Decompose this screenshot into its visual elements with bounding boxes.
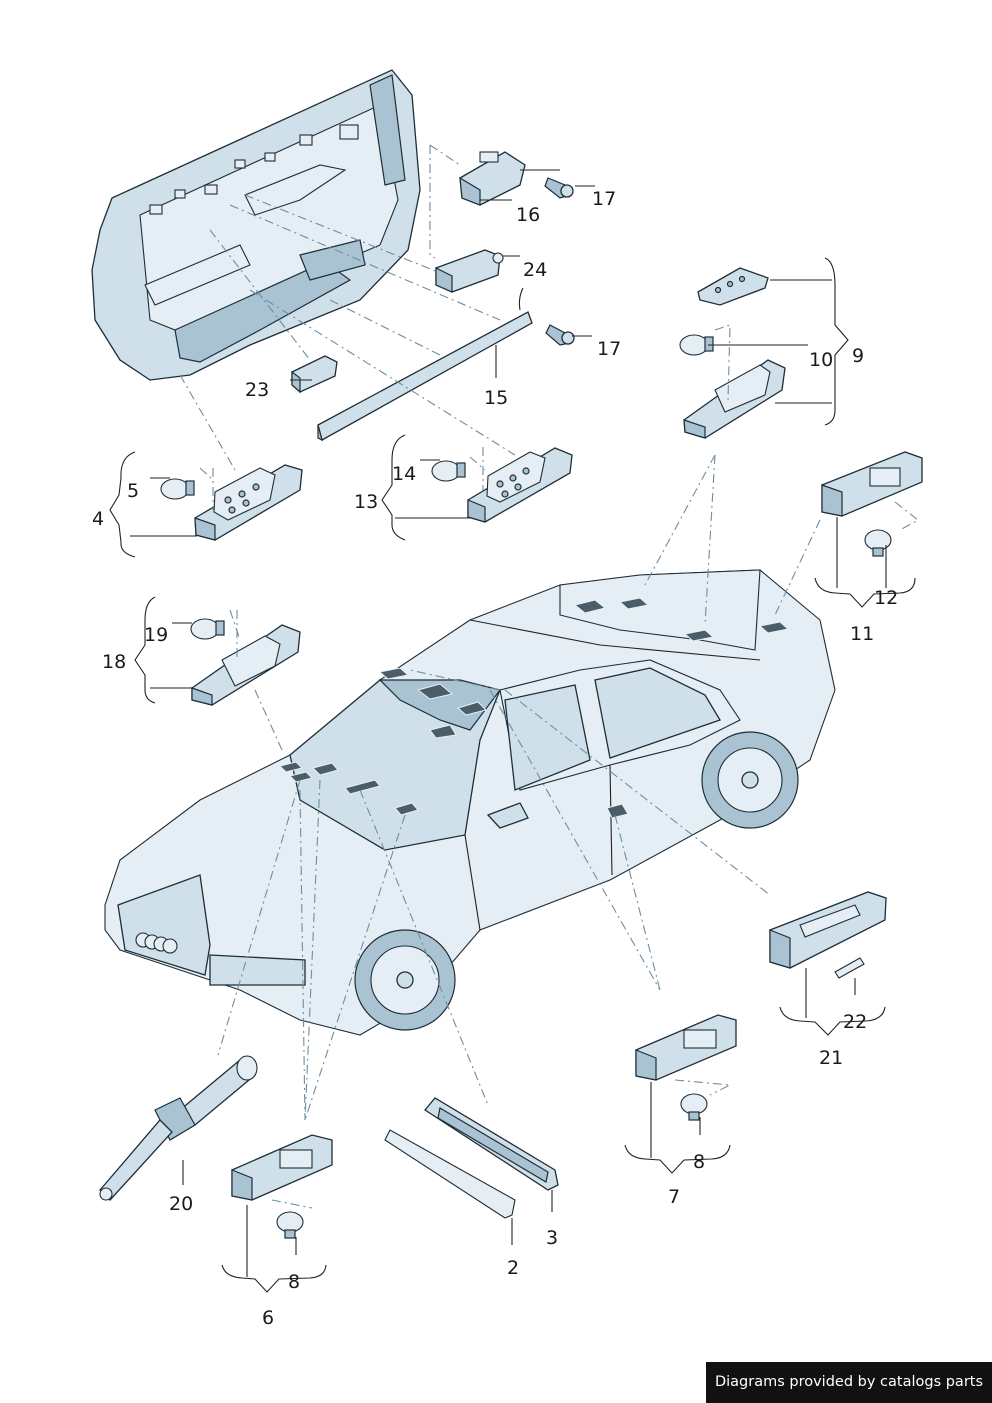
part-24-switch bbox=[435, 249, 504, 293]
callout-8-right: 8 bbox=[693, 1151, 705, 1173]
part-15-light-strip bbox=[317, 287, 533, 442]
callout-labels: 16 17 24 17 15 23 10 9 14 13 5 4 12 11 1… bbox=[92, 188, 898, 1329]
part-17-screw-lower bbox=[545, 324, 575, 346]
callout-13: 13 bbox=[354, 491, 378, 513]
part-11-lamp-housing bbox=[821, 451, 923, 517]
callout-22: 22 bbox=[843, 1011, 867, 1033]
callout-5: 5 bbox=[127, 480, 139, 502]
part-7-lamp-housing bbox=[635, 1014, 737, 1081]
door-trim-panel bbox=[91, 69, 421, 381]
callout-23: 23 bbox=[245, 379, 269, 401]
callout-24: 24 bbox=[523, 259, 547, 281]
callout-11: 11 bbox=[850, 623, 874, 645]
callout-3: 3 bbox=[546, 1227, 558, 1249]
part-23-connector bbox=[291, 355, 338, 394]
part-20-sensor bbox=[99, 1055, 258, 1201]
callout-18: 18 bbox=[102, 651, 126, 673]
callout-17-upper: 17 bbox=[592, 188, 616, 210]
callout-7: 7 bbox=[668, 1186, 680, 1208]
part-14-bulb bbox=[431, 460, 466, 482]
part-9-lamp-housing bbox=[683, 359, 786, 439]
callout-6: 6 bbox=[262, 1307, 274, 1329]
callout-8-left: 8 bbox=[288, 1271, 300, 1293]
callout-21: 21 bbox=[819, 1047, 843, 1069]
callout-14: 14 bbox=[392, 463, 416, 485]
callout-16: 16 bbox=[516, 204, 540, 226]
callout-19: 19 bbox=[144, 624, 168, 646]
credit-banner: Diagrams provided by catalogs parts bbox=[706, 1362, 992, 1403]
part-3-lamp-frame bbox=[424, 1097, 559, 1191]
leader-lines bbox=[109, 169, 916, 1293]
part-4-lamp-housing bbox=[194, 464, 303, 541]
callout-15: 15 bbox=[484, 387, 508, 409]
part-13-lamp-housing bbox=[467, 447, 573, 523]
callout-4: 4 bbox=[92, 508, 104, 530]
part-17-screw-upper bbox=[544, 177, 574, 199]
part-21-lamp-housing bbox=[769, 891, 887, 969]
callout-17-lower: 17 bbox=[597, 338, 621, 360]
callout-10: 10 bbox=[809, 349, 833, 371]
callout-9: 9 bbox=[852, 345, 864, 367]
part-5-bulb bbox=[160, 478, 195, 500]
part-9-lamp-cover bbox=[697, 267, 769, 306]
part-12-bulb bbox=[864, 529, 892, 557]
part-18-lamp-housing bbox=[191, 624, 301, 706]
car-body bbox=[104, 569, 836, 1036]
callout-20: 20 bbox=[169, 1193, 193, 1215]
callout-12: 12 bbox=[874, 587, 898, 609]
part-22-festoon-bulb bbox=[834, 957, 865, 979]
part-8-bulb-right bbox=[680, 1093, 708, 1121]
reference-lines bbox=[179, 144, 919, 1209]
part-2-lamp-lens bbox=[384, 1129, 516, 1219]
part-16-control-unit bbox=[459, 151, 526, 206]
car-location-markers bbox=[279, 597, 790, 819]
part-8-bulb-left bbox=[276, 1211, 304, 1239]
part-6-lamp-housing bbox=[231, 1134, 333, 1201]
part-19-bulb bbox=[190, 618, 225, 640]
callout-2: 2 bbox=[507, 1257, 519, 1279]
